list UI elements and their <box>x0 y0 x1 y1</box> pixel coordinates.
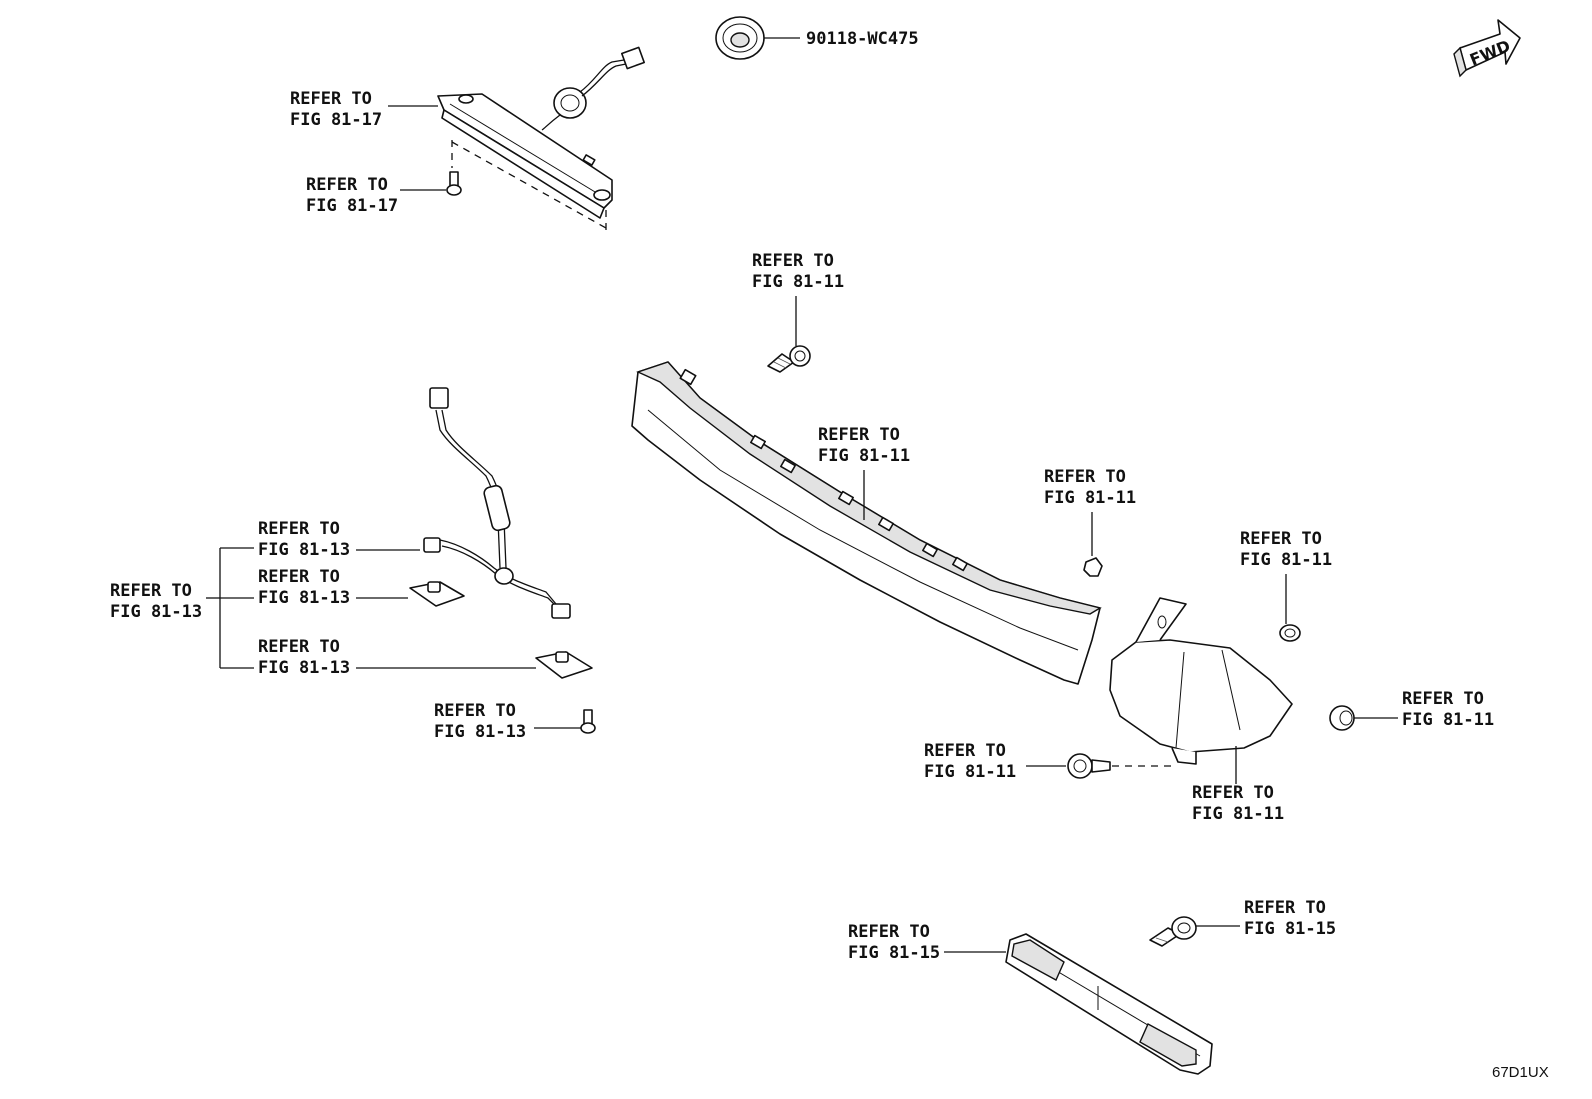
callout-lamp-screw-line1: REFER TO <box>434 701 516 721</box>
clip-a-part <box>1083 512 1103 577</box>
reflector-part <box>1005 933 1213 1075</box>
license-lamp-a <box>356 581 465 607</box>
drawing-id: 67D1UX <box>1492 1064 1549 1081</box>
callout-clip-a-line2: FIG 81-11 <box>1044 488 1136 508</box>
callout-harness-line1: REFER TO <box>258 519 340 539</box>
group-13-bracket <box>206 547 254 669</box>
callout-lamp-screw-line2: FIG 81-13 <box>434 722 526 742</box>
callout-upper-screw-line2: FIG 81-11 <box>752 272 844 292</box>
callout-clip-b-line2: FIG 81-11 <box>1240 550 1332 570</box>
callout-clip-b-line1: REFER TO <box>1240 529 1322 549</box>
callout-side-cover-line2: FIG 81-11 <box>1192 804 1284 824</box>
callout-side-screw-line2: FIG 81-11 <box>924 762 1016 782</box>
callout-clip-a-line1: REFER TO <box>1044 467 1126 487</box>
callout-lamp-a-line1: REFER TO <box>258 567 340 587</box>
high-mount-stop-lamp <box>388 46 645 230</box>
callout-harness-line2: FIG 81-13 <box>258 540 350 560</box>
callout-reflector-screw-line2: FIG 81-15 <box>1244 919 1336 939</box>
callout-lamp-a-line2: FIG 81-13 <box>258 588 350 608</box>
reflector-screw-part <box>1149 916 1240 947</box>
lamp-harness-part <box>356 387 571 619</box>
callout-reflector-line2: FIG 81-15 <box>848 943 940 963</box>
grommet-part <box>715 16 800 60</box>
callout-stoplamp-line1: REFER TO <box>290 89 372 109</box>
callout-clip-c-line2: FIG 81-11 <box>1402 710 1494 730</box>
callout-stoplamp-screw-line1: REFER TO <box>306 175 388 195</box>
stoplamp-screw-part <box>400 171 462 196</box>
callout-group-13-line1: REFER TO <box>110 581 192 601</box>
clip-b-part <box>1279 574 1301 642</box>
callout-lamp-b-line1: REFER TO <box>258 637 340 657</box>
license-lamp-b <box>356 651 593 679</box>
callout-side-cover-line1: REFER TO <box>1192 783 1274 803</box>
callout-garnish-line2: FIG 81-11 <box>818 446 910 466</box>
callout-grommet-line1: 90118-WC475 <box>806 29 919 49</box>
upper-screw-part <box>767 296 811 373</box>
callout-side-screw-line1: REFER TO <box>924 741 1006 761</box>
fwd-arrow-icon: FWD <box>1453 19 1521 78</box>
callout-reflector-line1: REFER TO <box>848 922 930 942</box>
side-screw-part <box>1026 753 1176 779</box>
side-cover-part <box>1109 597 1293 765</box>
callout-garnish-line1: REFER TO <box>818 425 900 445</box>
callout-lamp-b-line2: FIG 81-13 <box>258 658 350 678</box>
callout-reflector-screw-line1: REFER TO <box>1244 898 1326 918</box>
clip-c-part <box>1329 705 1398 731</box>
callout-stoplamp-screw-line2: FIG 81-17 <box>306 196 398 216</box>
lamp-screw-part <box>534 709 596 734</box>
callout-clip-c-line1: REFER TO <box>1402 689 1484 709</box>
back-door-garnish <box>631 361 1102 685</box>
callout-group-13-line2: FIG 81-13 <box>110 602 202 622</box>
callout-stoplamp-line2: FIG 81-17 <box>290 110 382 130</box>
callout-upper-screw-line1: REFER TO <box>752 251 834 271</box>
